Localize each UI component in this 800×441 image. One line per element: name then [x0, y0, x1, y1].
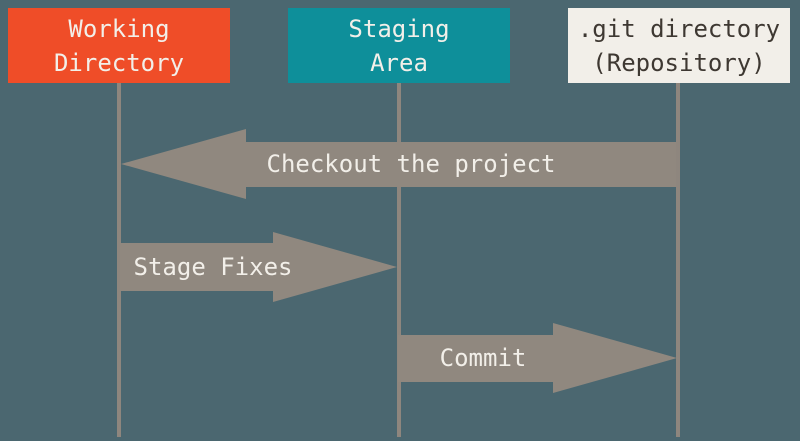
working-directory-box: Working Directory — [8, 8, 230, 83]
stage-fixes-arrow-right-head-icon — [273, 232, 397, 302]
commit-arrow-right-head-icon — [553, 323, 677, 393]
checkout-arrow-label: Checkout the project — [266, 150, 556, 178]
commit-arrow-body — [398, 335, 553, 382]
stage-fixes-arrow-body — [120, 243, 273, 291]
staging-area-box: Staging Area — [288, 8, 510, 83]
working-directory-label-line2: Directory — [53, 48, 185, 77]
git-directory-box: .git directory (Repository) — [568, 8, 790, 83]
commit-arrow-label: Commit — [439, 344, 527, 372]
stage-fixes-arrow-label: Stage Fixes — [133, 253, 293, 281]
staging-area-label-line2: Area — [370, 48, 428, 77]
checkout-arrow-body — [246, 142, 676, 187]
git-directory-lifeline — [676, 83, 680, 437]
checkout-arrow-left-head-icon — [121, 129, 246, 199]
working-directory-label-line1: Working — [68, 14, 170, 43]
staging-area-lifeline — [397, 83, 401, 437]
git-directory-label-line1: .git directory — [577, 14, 781, 43]
staging-area-label-line1: Staging — [348, 14, 450, 43]
git-directory-label-line2: (Repository) — [592, 48, 766, 77]
working-directory-lifeline — [117, 83, 121, 437]
